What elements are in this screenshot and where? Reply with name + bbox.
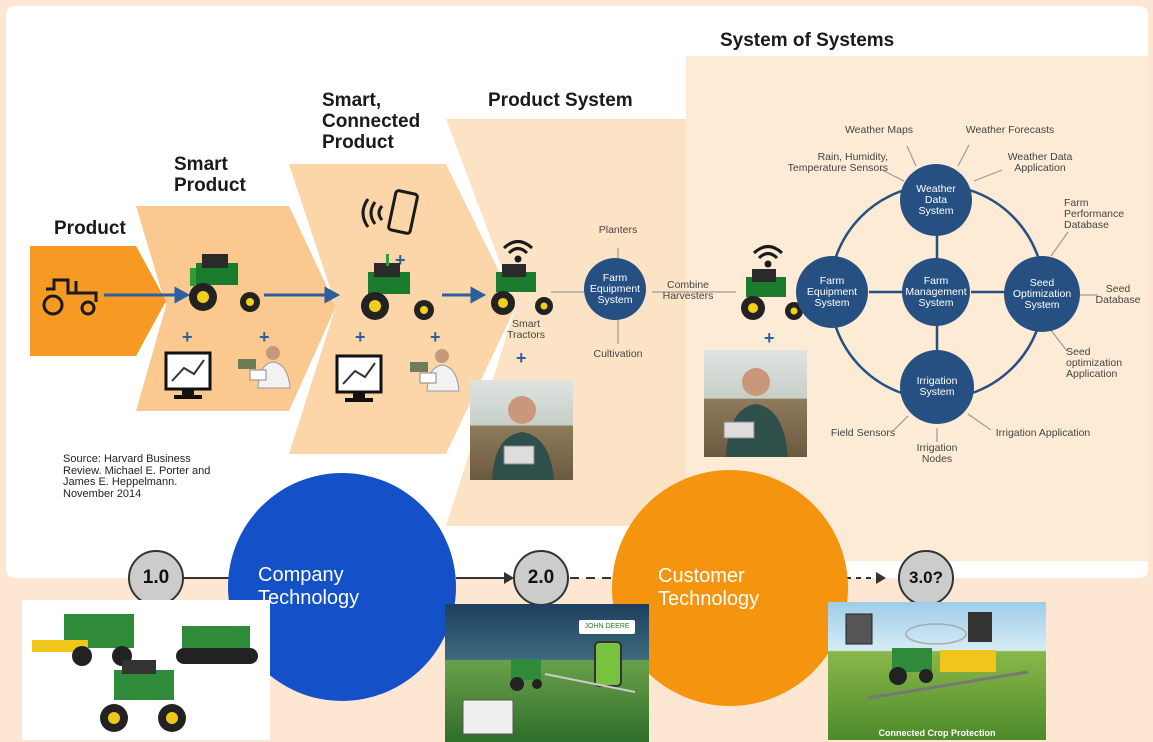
plus-icon: + — [516, 348, 527, 368]
heading-system-of-systems: System of Systems — [720, 30, 895, 51]
label-combine-harvesters: Combine Harvesters — [662, 279, 714, 302]
diagram-panel: Product Smart Product Smart, Connected P… — [6, 6, 1148, 578]
version-1-badge: 1.0 — [128, 550, 184, 606]
arrow-icon — [504, 572, 514, 584]
wifi-icon — [752, 245, 784, 268]
source-citation: Source: Harvard Business Review. Michael… — [63, 453, 211, 500]
tractor-icon — [361, 254, 434, 320]
plus-icon: + — [355, 327, 366, 347]
label-field-sensors: Field Sensors — [830, 427, 896, 439]
plus-icon: + — [182, 327, 193, 347]
farmer-figure — [723, 368, 788, 457]
label-weather-forecasts: Weather Forecasts — [965, 124, 1055, 136]
version-2-badge: 2.0 — [513, 550, 569, 606]
label-planters: Planters — [598, 224, 638, 236]
label-irrigation-application: Irrigation Application — [995, 427, 1091, 439]
tractor-icon — [491, 264, 553, 315]
photo-digital-farm: JOHN DEERE — [445, 604, 649, 742]
heading-smart-product: Smart Product — [174, 154, 246, 196]
plus-icon: + — [395, 250, 406, 270]
customer-technology-circle: Customer Technology — [612, 470, 848, 706]
band-product — [30, 246, 166, 356]
old-tractor-icon — [42, 278, 98, 316]
label-cultivation: Cultivation — [593, 348, 643, 360]
machines-illustration — [32, 614, 258, 732]
smartphone-icon — [361, 189, 419, 235]
photo-connected-crop-protection: Connected Crop Protection — [828, 602, 1046, 740]
monitor-chart-icon — [335, 354, 383, 402]
photo-john-deere-machines — [22, 600, 270, 740]
tractor-icon — [189, 254, 260, 312]
farmer-photo — [470, 380, 573, 480]
john-deere-logo: JOHN DEERE — [579, 620, 635, 634]
label-rain-humidity-temperature-sensors: Rain, Humidity,Temperature Sensors — [787, 151, 888, 174]
person-with-document-icon — [238, 346, 291, 389]
heading-product-system: Product System — [488, 90, 633, 111]
person-with-document-icon — [410, 349, 460, 392]
crop-protection-illustration — [845, 612, 1029, 700]
arrow-icon — [876, 572, 886, 584]
heading-product: Product — [54, 218, 126, 239]
wifi-icon — [502, 240, 534, 263]
digital-farm-illustration — [462, 641, 636, 735]
plus-icon: + — [259, 327, 270, 347]
heading-smart-connected-product: Smart, Connected Product — [322, 90, 421, 153]
monitor-chart-icon — [164, 351, 212, 399]
farmer-photo — [704, 350, 807, 457]
label-smart-tractors: Smart Tractors — [506, 318, 546, 341]
plus-icon: + — [764, 328, 775, 348]
label-weather-maps: Weather Maps — [844, 124, 914, 136]
version-3-badge: 3.0? — [898, 550, 954, 606]
connected-crop-protection-caption: Connected Crop Protection — [878, 728, 996, 738]
plus-icon: + — [430, 327, 441, 347]
farmer-figure — [492, 396, 554, 480]
